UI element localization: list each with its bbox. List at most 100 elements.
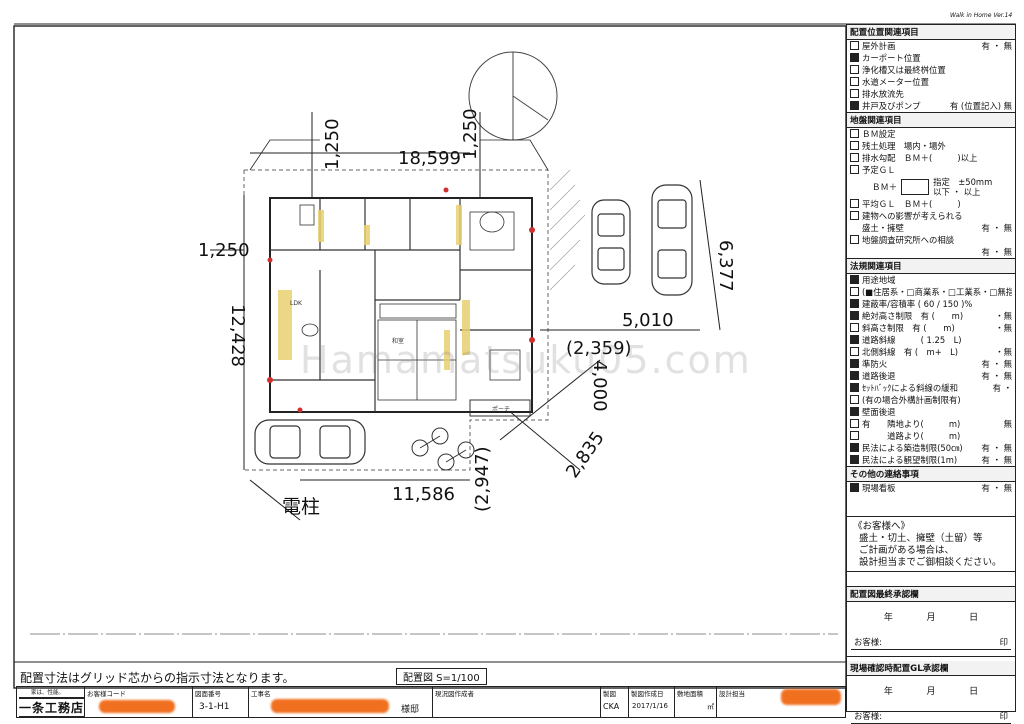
checkbox[interactable] [850, 431, 859, 440]
site-signature-row[interactable]: お客様: 印 [851, 709, 1011, 724]
redacted-planner [781, 689, 841, 705]
checkbox[interactable] [850, 211, 859, 220]
law-row: 壁面後退 [847, 406, 1015, 418]
placement-label: 浄化槽又は最終桝位置 [862, 65, 946, 75]
checkbox[interactable] [850, 199, 859, 208]
placement-option[interactable]: 有 ・ 無 [981, 41, 1012, 51]
law-option[interactable]: ・無 [995, 311, 1012, 321]
dim-2947: (2,947) [472, 446, 493, 512]
checkbox[interactable] [850, 287, 859, 296]
dim-11586: 11,586 [392, 484, 455, 505]
law-row: ｾｯﾄﾊﾞｯｸによる斜線の緩和有 ・ [847, 382, 1015, 394]
watermark: Hamamatsuku05.com [300, 338, 752, 382]
ground-label: 建物への影響が考えられる [862, 211, 963, 221]
law-label: 北側斜線 有 ( m+ L) [862, 347, 959, 357]
law-label: 用途地域 [862, 275, 896, 285]
placement-row: カーポート位置 [847, 52, 1015, 64]
law-row: 道路後退有 ・ 無 [847, 370, 1015, 382]
grid-note: 配置寸法はグリッド芯からの指示寸法となります。 [20, 671, 295, 685]
law-option[interactable]: 有 ・ [992, 383, 1012, 393]
checkbox[interactable] [850, 299, 859, 308]
checkbox[interactable] [850, 383, 859, 392]
placement-label: 水道メーター位置 [862, 77, 929, 87]
final-signature-row[interactable]: お客様: 印 [851, 635, 1011, 650]
law-row: 民法による観望制限(1m) 有 ・ 無 [847, 454, 1015, 466]
checkbox[interactable] [850, 359, 859, 368]
room-label-washitsu: 和室 [392, 338, 405, 345]
ground-row: 排水勾配 ＢＭ＋( )以上 [847, 152, 1015, 164]
checkbox[interactable] [850, 395, 859, 404]
other-option[interactable]: 有 ・ 無 [981, 483, 1012, 493]
title-block: 家は、性能。 一条工務店 お客様コード 図面番号 3-1-H1 工事名 様邸 現… [16, 686, 846, 718]
checkbox[interactable] [850, 77, 859, 86]
checkbox[interactable] [850, 65, 859, 74]
checkbox[interactable] [850, 335, 859, 344]
law-label: 民法による観望制限(1m) [862, 455, 958, 465]
planner-cell: 設計担当 [717, 687, 845, 717]
survey-author-cell: 現況図作成者 [433, 687, 601, 717]
law-label: 壁面後退 [862, 407, 896, 417]
final-date-row: 年月日 [883, 613, 979, 623]
checkbox[interactable] [850, 235, 859, 244]
final-approval-title: 配置図最終承認欄 [847, 586, 1015, 602]
placement-row: 井戸及びポンプ 有 (位置記入) 無 [847, 100, 1015, 112]
checkbox[interactable] [850, 275, 859, 284]
checkbox[interactable] [850, 41, 859, 50]
redacted-customer-code [99, 700, 175, 713]
law-row: 斜高さ制限 有 ( m) ・無 [847, 322, 1015, 334]
law-option[interactable]: 無 [1003, 419, 1012, 429]
ground-row: 平均ＧＬ ＢＭ＋( ) [847, 198, 1015, 210]
law-row: 道路より( m) [847, 430, 1015, 442]
gl-input-box[interactable] [901, 179, 930, 195]
law-label: 絶対高さ制限 有 ( m) [862, 311, 964, 321]
law-option[interactable]: 有 ・ 無 [981, 359, 1012, 369]
dim-12428: 12,428 [227, 304, 248, 367]
checkbox[interactable] [850, 347, 859, 356]
site-approval-title: 現場確認時配置GL承認欄 [847, 661, 1015, 676]
redacted-project-name [271, 699, 389, 713]
law-option[interactable]: ・無 [995, 347, 1012, 357]
checkbox[interactable] [850, 53, 859, 62]
checkbox[interactable] [850, 141, 859, 150]
placement-option[interactable]: 有 (位置記入) 無 [949, 101, 1012, 111]
law-option[interactable]: ・無 [995, 323, 1012, 333]
checkbox[interactable] [850, 371, 859, 380]
other-list: 現場看板有 ・ 無 [847, 482, 1015, 494]
checkbox[interactable] [850, 165, 859, 174]
law-option[interactable]: 有 ・ 無 [981, 455, 1012, 465]
checkbox[interactable] [850, 443, 859, 452]
gl-spec-label: 指定 ±50mm [933, 177, 993, 187]
site-area-cell: 敷地面積 ㎡ [675, 687, 717, 717]
law-row: 建蔽率/容積率 ( 60 / 150 )% [847, 298, 1015, 310]
ground-label: 地盤調査研究所への相談 [862, 235, 955, 245]
law-list: 用途地域(■住居系・□商業系・□工業系・□無指定)建蔽率/容積率 ( 60 / … [847, 274, 1015, 466]
dim-6377: 6,377 [715, 240, 736, 292]
checkbox[interactable] [850, 153, 859, 162]
law-label: 有 隣地より( m) [862, 419, 961, 429]
placement-section-title: 配置位置関連項目 [847, 25, 1015, 40]
law-option[interactable]: 有 ・ 無 [981, 443, 1012, 453]
checkbox[interactable] [850, 455, 859, 464]
site-date-row: 年月日 [883, 687, 979, 697]
retaining-row: 盛土・擁壁 有 ・ 無 [862, 223, 1012, 233]
other-row: 現場看板有 ・ 無 [847, 482, 1015, 494]
ground-row: 地盤調査研究所への相談 [847, 234, 1015, 246]
checkbox[interactable] [850, 311, 859, 320]
checkbox[interactable] [850, 419, 859, 428]
law-label: 斜高さ制限 有 ( m) [862, 323, 955, 333]
ground-label: 平均ＧＬ ＢＭ＋( ) [862, 199, 961, 209]
scale-label: 配置図 S=1/100 [396, 668, 487, 685]
checkbox[interactable] [850, 129, 859, 138]
law-row: (■住居系・□商業系・□工業系・□無指定) [847, 286, 1015, 298]
law-section-title: 法規関連項目 [847, 258, 1015, 274]
checkbox[interactable] [850, 483, 859, 492]
checkbox[interactable] [850, 101, 859, 110]
checkbox[interactable] [850, 407, 859, 416]
ground-row: ＢＭ設定 [847, 128, 1015, 140]
dim-18599: 18,599 [398, 148, 461, 169]
placement-label: 井戸及びポンプ [862, 101, 921, 111]
law-option[interactable]: 有 ・ 無 [981, 371, 1012, 381]
checkbox[interactable] [850, 89, 859, 98]
checkbox[interactable] [850, 323, 859, 332]
